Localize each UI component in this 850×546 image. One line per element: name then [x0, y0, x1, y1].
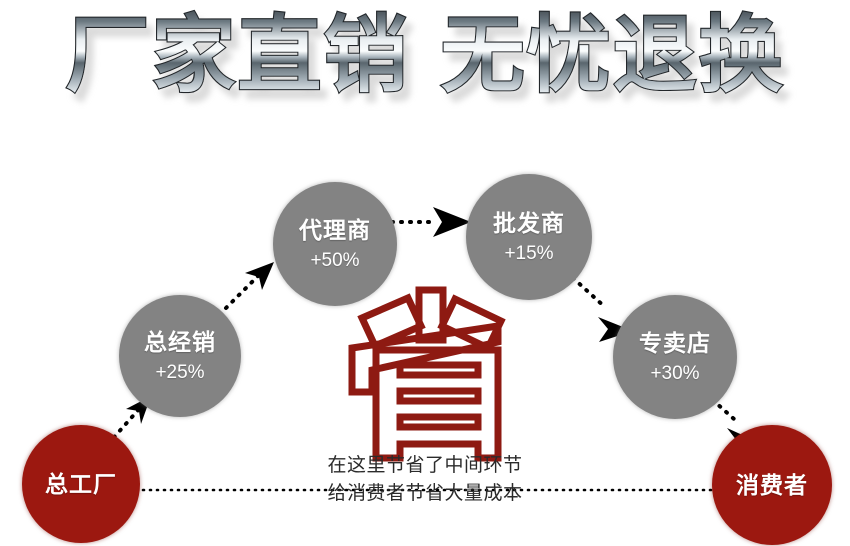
- node-general-distributor[interactable]: 总经销 +25%: [119, 295, 241, 417]
- node-retail-store[interactable]: 专卖店 +30%: [613, 295, 737, 419]
- node-general-distributor-label: 总经销: [144, 328, 216, 355]
- node-wholesaler[interactable]: 批发商 +15%: [466, 174, 592, 300]
- node-consumer[interactable]: 消费者: [712, 425, 832, 545]
- caption-block: 在这里节省了中间环节 给消费者节省大量成本: [255, 452, 595, 507]
- headline-text: 厂家直销 无忧退换: [65, 6, 784, 104]
- node-wholesaler-markup: +15%: [504, 242, 554, 264]
- arrow-agent-to-wholesale: [390, 207, 471, 237]
- caption-line-1: 在这里节省了中间环节: [327, 455, 523, 476]
- headline: 厂家直销 无忧退换: [0, 4, 850, 114]
- node-agent[interactable]: 代理商 +50%: [273, 182, 397, 306]
- node-general-distributor-markup: +25%: [155, 361, 205, 383]
- headline-metallic-text: 厂家直销 无忧退换: [64, 5, 784, 105]
- node-factory-label: 总工厂: [45, 470, 117, 497]
- save-character-icon: [348, 286, 506, 462]
- node-factory[interactable]: 总工厂: [22, 425, 140, 543]
- node-agent-markup: +50%: [310, 249, 360, 271]
- node-retail-store-markup: +30%: [650, 362, 700, 384]
- node-agent-label: 代理商: [299, 216, 371, 243]
- node-wholesaler-label: 批发商: [493, 209, 565, 236]
- caption-line-2: 给消费者节省大量成本: [327, 482, 523, 504]
- node-consumer-label: 消费者: [736, 471, 808, 498]
- arrow-general-to-agent: [224, 262, 274, 310]
- node-retail-store-label: 专卖店: [639, 329, 711, 356]
